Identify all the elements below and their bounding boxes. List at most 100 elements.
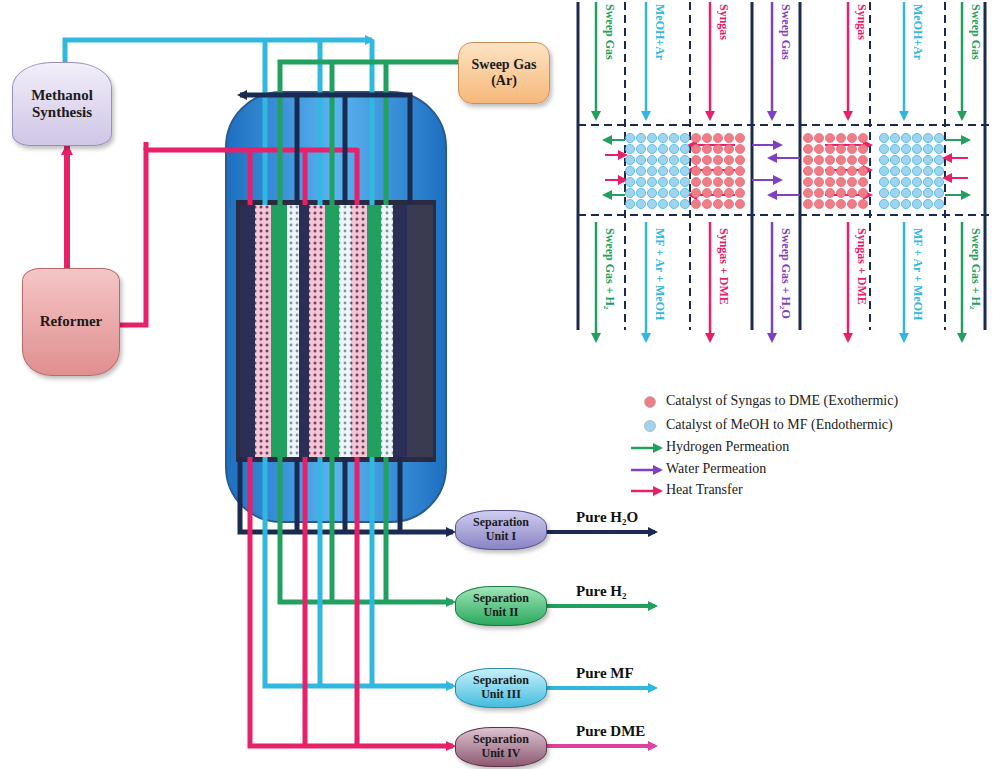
catalyst-particle bbox=[912, 177, 921, 186]
catalyst-particle bbox=[724, 133, 733, 142]
node-label: Separation Unit I bbox=[462, 516, 540, 544]
catalyst-particle bbox=[825, 155, 834, 164]
catalyst-particle bbox=[669, 166, 678, 175]
catalyst-particle bbox=[713, 199, 722, 208]
gas-supply: Sweep Gas (Ar) bbox=[458, 42, 550, 104]
catalyst-particle bbox=[702, 188, 711, 197]
catalyst-particle bbox=[691, 199, 700, 208]
catalyst-particle bbox=[735, 199, 744, 208]
catalyst-particle bbox=[890, 133, 899, 142]
catalyst-particle bbox=[625, 144, 634, 153]
catalyst-particle bbox=[724, 199, 733, 208]
catalyst-particle bbox=[680, 155, 689, 164]
catalyst-particle bbox=[680, 199, 689, 208]
catalyst-particle bbox=[713, 177, 722, 186]
transfer-arrow bbox=[770, 194, 800, 196]
catalyst-particle bbox=[658, 177, 667, 186]
catalyst-particle bbox=[923, 188, 932, 197]
catalyst-particle bbox=[890, 188, 899, 197]
catalyst-particle bbox=[669, 188, 678, 197]
catalyst-particle bbox=[890, 166, 899, 175]
flow-arrow bbox=[771, 222, 774, 340]
catalyst-particle bbox=[858, 155, 867, 164]
legend-line bbox=[631, 490, 660, 493]
catalyst-particle bbox=[836, 155, 845, 164]
node-label: Separation Unit IV bbox=[462, 733, 540, 761]
catalyst-particle bbox=[858, 166, 867, 175]
catalyst-particle bbox=[847, 188, 856, 197]
catalyst-particle bbox=[836, 177, 845, 186]
catalyst-particle bbox=[625, 177, 634, 186]
catalyst-particle bbox=[691, 144, 700, 153]
catalyst-particle bbox=[825, 166, 834, 175]
stream-label: Sweep Gas bbox=[603, 4, 617, 60]
flow-arrow bbox=[595, 222, 598, 340]
catalyst-particle bbox=[923, 199, 932, 208]
catalyst-particle bbox=[858, 199, 867, 208]
node-label: Sweep Gas (Ar) bbox=[465, 57, 543, 89]
catalyst-particle bbox=[879, 144, 888, 153]
catalyst-particle bbox=[901, 166, 910, 175]
catalyst-particle bbox=[803, 188, 812, 197]
legend-swatch bbox=[645, 397, 656, 408]
stream-label: Syngas bbox=[855, 4, 869, 40]
catalyst-particle bbox=[825, 188, 834, 197]
catalyst-particle bbox=[735, 177, 744, 186]
product-label: Pure DME bbox=[576, 722, 645, 740]
catalyst-particle bbox=[658, 199, 667, 208]
catalyst-particle bbox=[890, 199, 899, 208]
catalyst-particle bbox=[636, 177, 645, 186]
node-label: Reformer bbox=[40, 313, 102, 330]
catalyst-particle bbox=[836, 188, 845, 197]
product-label: Pure H₂ bbox=[576, 582, 626, 600]
catalyst-particle bbox=[735, 144, 744, 153]
transfer-arrow bbox=[752, 144, 780, 146]
catalyst-particle bbox=[912, 199, 921, 208]
catalyst-particle bbox=[647, 188, 656, 197]
transfer-arrow bbox=[945, 157, 968, 159]
catalyst-particle bbox=[847, 144, 856, 153]
catalyst-particle bbox=[825, 144, 834, 153]
stream-label: MeOH+Ar bbox=[653, 4, 667, 60]
catalyst-particle bbox=[702, 177, 711, 186]
catalyst-particle bbox=[702, 144, 711, 153]
catalyst-particle bbox=[814, 188, 823, 197]
catalyst-particle bbox=[814, 199, 823, 208]
catalyst-particle bbox=[636, 199, 645, 208]
catalyst-particle bbox=[647, 199, 656, 208]
catalyst-particle bbox=[735, 188, 744, 197]
catalyst-particle bbox=[901, 199, 910, 208]
catalyst-particle bbox=[847, 199, 856, 208]
catalyst-particle bbox=[847, 155, 856, 164]
transfer-arrow bbox=[605, 154, 625, 156]
catalyst-particle bbox=[847, 133, 856, 142]
catalyst-particle bbox=[724, 177, 733, 186]
catalyst-particle bbox=[625, 155, 634, 164]
catalyst-particle bbox=[803, 177, 812, 186]
catalyst-particle bbox=[901, 144, 910, 153]
catalyst-particle bbox=[934, 199, 943, 208]
legend-line bbox=[631, 469, 660, 472]
separation-unit: Separation Unit IV bbox=[455, 727, 547, 767]
catalyst-particle bbox=[658, 166, 667, 175]
transfer-arrow bbox=[605, 139, 625, 141]
catalyst-particle bbox=[647, 177, 656, 186]
catalyst-particle bbox=[735, 155, 744, 164]
catalyst-particle bbox=[669, 155, 678, 164]
catalyst-particle bbox=[625, 166, 634, 175]
product-label: Pure MF bbox=[576, 664, 634, 682]
catalyst-particle bbox=[912, 144, 921, 153]
catalyst-particle bbox=[923, 177, 932, 186]
catalyst-particle bbox=[658, 188, 667, 197]
flow-arrow bbox=[771, 2, 774, 118]
catalyst-particle bbox=[814, 166, 823, 175]
catalyst-particle bbox=[680, 166, 689, 175]
catalyst-particle bbox=[647, 144, 656, 153]
catalyst-particle bbox=[858, 188, 867, 197]
catalyst-particle bbox=[691, 133, 700, 142]
catalyst-particle bbox=[669, 177, 678, 186]
stream-label: Syngas + DME bbox=[855, 228, 869, 305]
catalyst-particle bbox=[803, 144, 812, 153]
catalyst-particle bbox=[680, 177, 689, 186]
catalyst-particle bbox=[923, 166, 932, 175]
